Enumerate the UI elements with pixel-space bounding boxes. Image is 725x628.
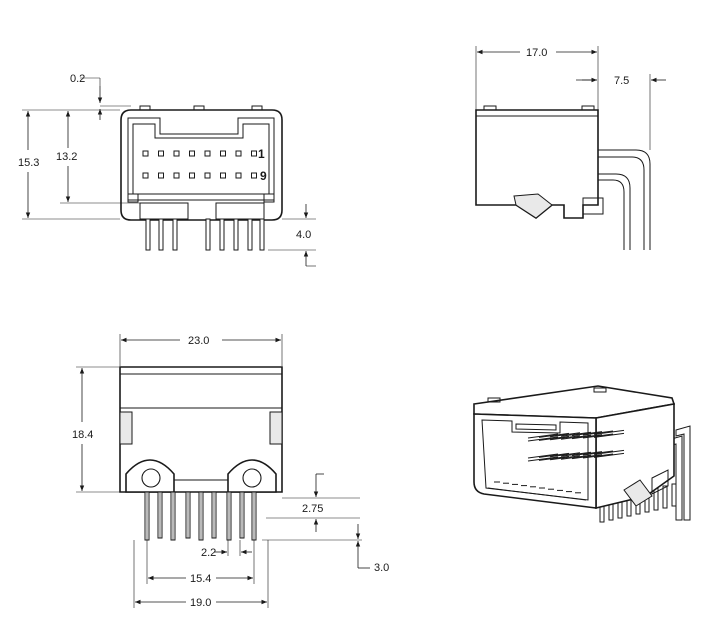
contact-square bbox=[204, 172, 211, 179]
contact-square bbox=[189, 172, 195, 179]
front-pin bbox=[247, 218, 253, 251]
pin-label-9: 9 bbox=[260, 169, 267, 183]
front-pin bbox=[145, 218, 151, 251]
iso-contact bbox=[549, 435, 581, 441]
front-pin bbox=[205, 218, 211, 251]
dim-19.0: 19.0 bbox=[190, 597, 211, 609]
iso-contact bbox=[593, 449, 625, 455]
front-pin bbox=[158, 218, 164, 251]
iso-contact bbox=[527, 436, 559, 442]
contact-square bbox=[189, 150, 195, 157]
iso-contact bbox=[560, 431, 592, 437]
front-pin bbox=[233, 218, 239, 251]
iso-contact bbox=[549, 455, 581, 461]
iso-bent-pin bbox=[675, 425, 691, 521]
dim-15.4: 15.4 bbox=[190, 573, 211, 585]
iso-contact bbox=[582, 430, 614, 436]
front-pin bbox=[172, 218, 178, 251]
iso-contact bbox=[582, 433, 614, 439]
mount-hole-left bbox=[141, 468, 161, 488]
dim-17.0: 17.0 bbox=[526, 47, 547, 59]
front-pins bbox=[145, 218, 265, 251]
contact-square bbox=[173, 172, 180, 179]
iso-contact bbox=[538, 455, 570, 461]
iso-contact bbox=[538, 432, 570, 438]
dim-13.2: 13.2 bbox=[56, 151, 77, 163]
iso-contact bbox=[571, 431, 603, 437]
bottom-housing bbox=[119, 366, 283, 493]
contact-square bbox=[235, 150, 242, 157]
contact-square bbox=[142, 150, 149, 157]
iso-contact bbox=[560, 454, 592, 460]
iso-contact bbox=[593, 429, 625, 435]
contact-square bbox=[220, 150, 226, 157]
iso-contact bbox=[538, 435, 570, 441]
iso-contact bbox=[560, 451, 592, 457]
iso-contact bbox=[538, 452, 570, 458]
contact-square bbox=[251, 172, 257, 179]
contact-square bbox=[220, 172, 226, 179]
bottom-view: 23.0 18.4 2.75 3.0 2.2 15.4 bbox=[72, 334, 389, 609]
front-pin bbox=[259, 218, 265, 251]
iso-contact bbox=[549, 432, 581, 438]
iso-contact bbox=[549, 452, 581, 458]
iso-contacts bbox=[494, 429, 625, 494]
iso-contact bbox=[527, 456, 559, 462]
contact-square bbox=[204, 150, 211, 157]
front-view: 1 9 0.2 15.3 13.2 4.0 bbox=[18, 73, 316, 267]
iso-contact bbox=[571, 451, 603, 457]
pin-label-1: 1 bbox=[258, 147, 265, 161]
iso-pin bbox=[662, 485, 668, 509]
dim-15.3: 15.3 bbox=[18, 157, 39, 169]
iso-contact bbox=[527, 453, 559, 459]
iso-contact bbox=[582, 450, 614, 456]
iso-contact bbox=[593, 432, 625, 438]
contact-square bbox=[173, 150, 180, 157]
side-view: 17.0 7.5 bbox=[475, 46, 666, 250]
dim-7.5: 7.5 bbox=[614, 75, 629, 87]
contact-square bbox=[235, 172, 242, 179]
dim-23.0: 23.0 bbox=[188, 335, 209, 347]
iso-contact bbox=[571, 434, 603, 440]
dim-3.0: 3.0 bbox=[374, 562, 389, 574]
iso-contact bbox=[593, 452, 625, 458]
iso-contact bbox=[571, 454, 603, 460]
contact-square bbox=[251, 150, 257, 157]
iso-contact bbox=[560, 434, 592, 440]
contact-square bbox=[158, 172, 164, 179]
dim-18.4: 18.4 bbox=[72, 429, 93, 441]
dim-2.75: 2.75 bbox=[302, 503, 323, 515]
isometric-view bbox=[473, 385, 691, 523]
dim-2.2: 2.2 bbox=[201, 547, 216, 559]
iso-pin bbox=[671, 483, 677, 507]
side-housing bbox=[475, 109, 599, 219]
contact-grid bbox=[142, 150, 257, 179]
iso-contact bbox=[582, 453, 614, 459]
contact-square bbox=[142, 172, 149, 179]
contact-square bbox=[158, 150, 164, 157]
dim-4.0: 4.0 bbox=[296, 229, 311, 241]
front-pin bbox=[219, 218, 225, 251]
bottom-pins bbox=[144, 491, 257, 541]
front-cavity bbox=[127, 117, 275, 201]
mount-hole-right bbox=[242, 468, 262, 488]
iso-contact bbox=[527, 433, 559, 439]
dim-0.2: 0.2 bbox=[70, 73, 85, 85]
